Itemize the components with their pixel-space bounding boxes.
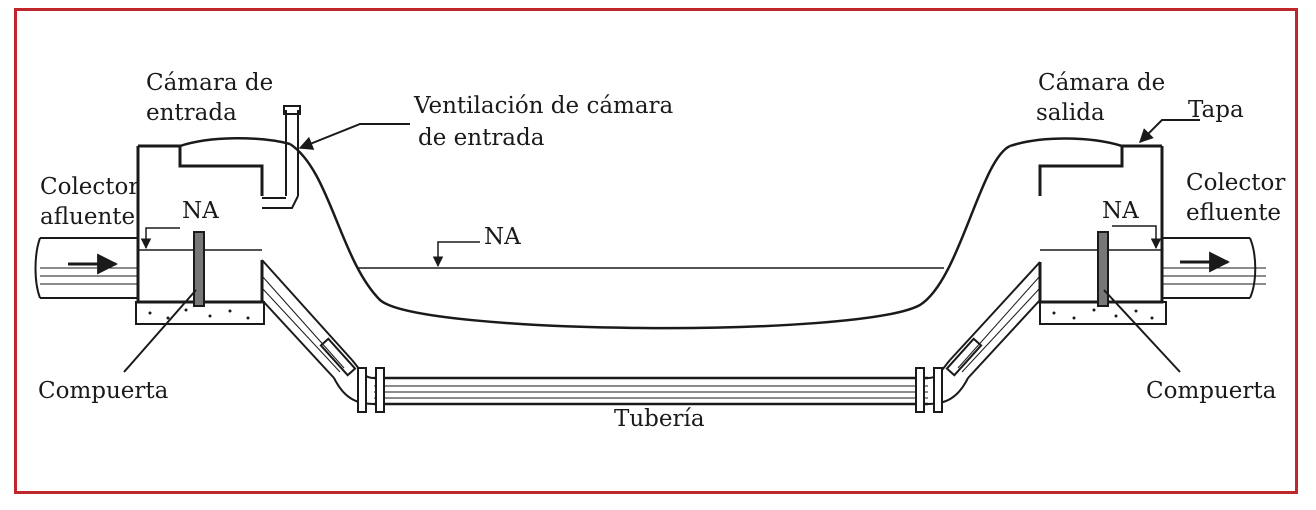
inflow-label-line2: afluente bbox=[40, 204, 135, 230]
vent-label-line1: Ventilación de cámara bbox=[413, 93, 674, 119]
outlet-chamber-label-line2: salida bbox=[1036, 100, 1105, 126]
lid-label: Tapa bbox=[1188, 97, 1244, 123]
inlet-chamber-label-line2: entrada bbox=[146, 100, 237, 126]
pipe-label: Tubería bbox=[614, 406, 705, 432]
vent-pipe bbox=[262, 105, 301, 209]
right-gate-leader bbox=[1103, 289, 1181, 373]
inlet-chamber-label-line1: Cámara de bbox=[146, 70, 273, 96]
vent-label-line2: de entrada bbox=[418, 125, 545, 151]
horizontal-pipeline bbox=[357, 367, 943, 413]
gate-left-label: Compuerta bbox=[38, 378, 169, 404]
terrain-profile bbox=[289, 142, 1011, 330]
water-level-left-label: NA bbox=[182, 198, 219, 224]
outlet-chamber-label-line1: Cámara de bbox=[1038, 70, 1165, 96]
water-level-center-label: NA bbox=[484, 224, 521, 250]
lid-leader bbox=[1139, 119, 1200, 143]
right-ascending-pipe bbox=[927, 261, 1041, 405]
inflow-label-line1: Colector bbox=[40, 174, 139, 200]
left-na-leader bbox=[140, 227, 180, 250]
left-gate-leader bbox=[123, 289, 197, 373]
inflow-collector-pipe bbox=[34, 237, 138, 299]
water-level-right-label: NA bbox=[1102, 198, 1139, 224]
outflow-label-line1: Colector bbox=[1186, 170, 1285, 196]
vent-leader bbox=[298, 123, 410, 150]
outlet-gate bbox=[1097, 231, 1109, 307]
left-descending-pipe bbox=[261, 259, 375, 405]
outlet-chamber bbox=[1009, 137, 1164, 304]
inlet-gate bbox=[193, 231, 205, 307]
right-na-leader bbox=[1112, 225, 1162, 250]
outflow-label-line2: efluente bbox=[1186, 200, 1281, 226]
outflow-collector-pipe bbox=[1162, 237, 1266, 299]
diagram-frame bbox=[14, 8, 1298, 494]
gate-right-label: Compuerta bbox=[1146, 378, 1277, 404]
center-na-leader bbox=[432, 241, 480, 268]
